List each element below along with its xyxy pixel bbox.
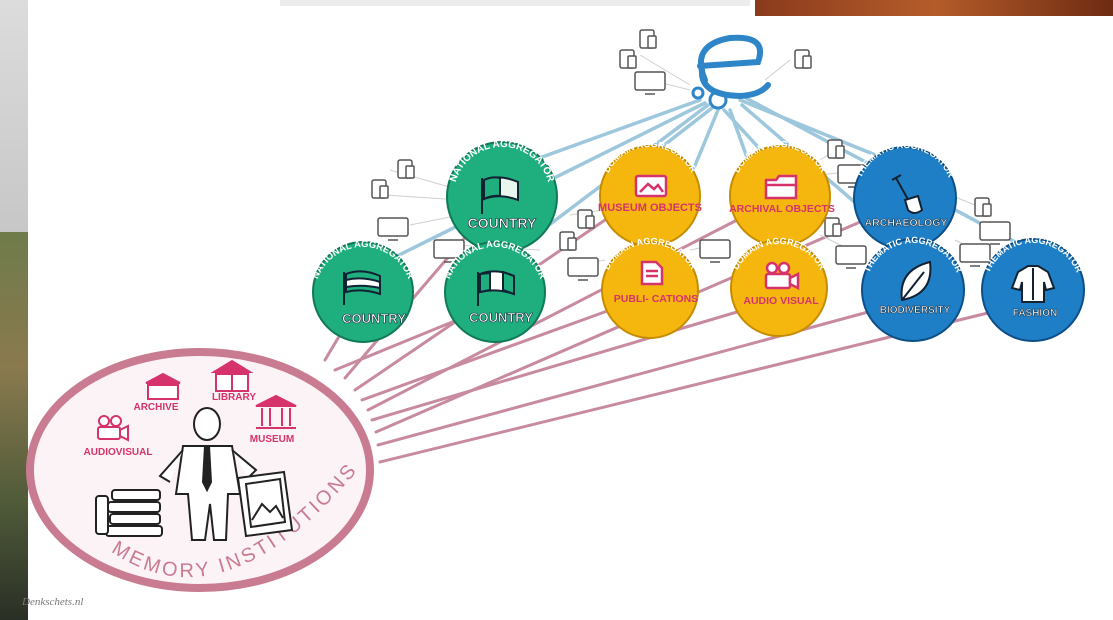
- node-label: MUSEUM OBJECTS: [598, 202, 702, 214]
- library-label: LIBRARY: [212, 392, 256, 403]
- computer-monitor-icon: [634, 71, 666, 95]
- node-label: ARCHIVAL OBJECTS: [729, 203, 835, 215]
- thematic-aggregator-node: THEMATIC AGGREGATOR FASHION: [981, 235, 1085, 342]
- memory-institutions-circle: MEMORY INSTITUTIONS ARCHIVE LIBRARY MUSE…: [26, 348, 374, 592]
- flag-icon: [477, 270, 515, 306]
- person-illustration: [158, 407, 258, 541]
- node-label: COUNTRY: [468, 215, 537, 231]
- computer-monitor-icon: [377, 217, 409, 241]
- library-icon: [210, 359, 254, 392]
- audiovisual-label: AUDIOVISUAL: [84, 447, 153, 458]
- node-label: ARCHAEOLOGY: [865, 217, 948, 229]
- domain-aggregator-node: DOMAIN AGGREGATOR ARCHIVAL OBJECTS: [729, 139, 835, 247]
- thematic-aggregator-node: THEMATIC AGGREGATOR ARCHAEOLOGY: [853, 140, 957, 250]
- archive-icon: [145, 372, 181, 400]
- archive-label: ARCHIVE: [133, 402, 178, 413]
- picture-frame-icon: [236, 470, 294, 538]
- document-icon: [640, 260, 664, 286]
- mobile-device-icon: [577, 209, 595, 229]
- national-aggregator-node: NATIONAL AGGREGATOR COUNTRY: [310, 239, 416, 343]
- shirt-icon: [1010, 265, 1056, 303]
- mobile-device-icon: [559, 231, 577, 251]
- background-photo-strip: [0, 0, 28, 232]
- video-camera-icon: [97, 415, 129, 442]
- background-photo-strip: [280, 0, 750, 6]
- computer-monitor-icon: [699, 239, 731, 263]
- archive-box-icon: [764, 174, 798, 200]
- background-photo-strip: [0, 232, 28, 620]
- node-label: BIODIVERSITY: [880, 305, 951, 316]
- flag-icon: [481, 176, 519, 214]
- computer-monitor-icon: [433, 239, 465, 263]
- background-photo-strip: [755, 0, 1113, 16]
- node-label: FASHION: [1013, 308, 1057, 319]
- domain-aggregator-node: DOMAIN AGGREGATOR MUSEUM OBJECTS: [598, 139, 702, 247]
- computer-monitor-icon: [959, 243, 991, 267]
- computer-monitor-icon: [567, 257, 599, 281]
- shovel-icon: [891, 174, 924, 214]
- museum-label: MUSEUM: [250, 434, 294, 445]
- mobile-device-icon: [619, 49, 637, 69]
- thematic-aggregator-node: THEMATIC AGGREGATOR BIODIVERSITY: [861, 235, 965, 342]
- video-camera-icon: [764, 261, 800, 291]
- mobile-device-icon: [639, 29, 657, 49]
- domain-aggregator-node: DOMAIN AGGREGATOR PUBLI- CATIONS: [601, 236, 699, 339]
- national-aggregator-node: NATIONAL AGGREGATOR COUNTRY: [442, 239, 548, 343]
- node-label: PUBLI- CATIONS: [614, 293, 698, 305]
- computer-monitor-icon: [979, 221, 1011, 245]
- mobile-device-icon: [824, 217, 842, 237]
- credit-signature: Denkschets.nl: [22, 596, 84, 608]
- picture-frame-icon: [634, 174, 668, 198]
- node-label: AUDIO VISUAL: [743, 295, 819, 307]
- national-aggregator-node: NATIONAL AGGREGATOR COUNTRY: [446, 139, 558, 253]
- flag-icon: [343, 270, 381, 305]
- node-label: COUNTRY: [342, 311, 406, 326]
- device-icons: [371, 29, 1011, 281]
- europeana-e-logo: [691, 34, 771, 110]
- mobile-device-icon: [827, 139, 845, 159]
- mobile-device-icon: [397, 159, 415, 179]
- mobile-device-icon: [974, 197, 992, 217]
- leaf-icon: [900, 260, 932, 302]
- mobile-device-icon: [371, 179, 389, 199]
- computer-monitor-icon: [835, 245, 867, 269]
- books-stack-icon: [95, 489, 163, 537]
- mobile-device-icon: [794, 49, 812, 69]
- domain-aggregator-node: DOMAIN AGGREGATOR AUDIO VISUAL: [730, 236, 828, 337]
- node-label: COUNTRY: [469, 310, 533, 325]
- museum-icon: [255, 394, 297, 429]
